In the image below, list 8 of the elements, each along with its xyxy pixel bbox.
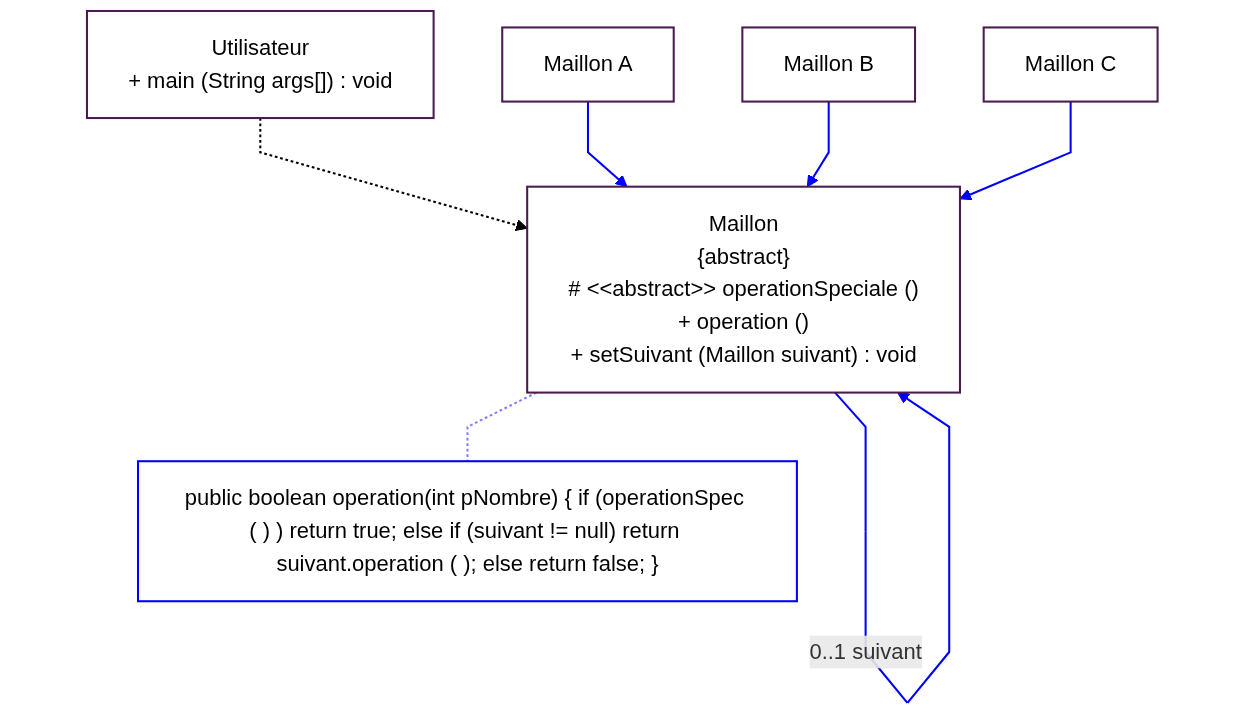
node-box: Maillon {abstract} # <<abstract>> operationSpeciale () + operation () + setSuivant (Maillon suivant) : void bbox=[526, 185, 962, 394]
node-box: Maillon B bbox=[741, 26, 917, 103]
node-box: Maillon C bbox=[982, 26, 1159, 103]
edge-label: 0..1 suivant bbox=[809, 639, 922, 663]
node-box: Utilisateur + main (String args[]) : void bbox=[86, 9, 435, 120]
node-box: Maillon A bbox=[501, 26, 675, 103]
arrow bbox=[959, 101, 1072, 201]
node-box: public boolean operation(int pNombre) { if (operationSpec ( ) ) return true; else if (suivant != null) return suivant.operation ( ); else return false; } bbox=[137, 460, 799, 603]
